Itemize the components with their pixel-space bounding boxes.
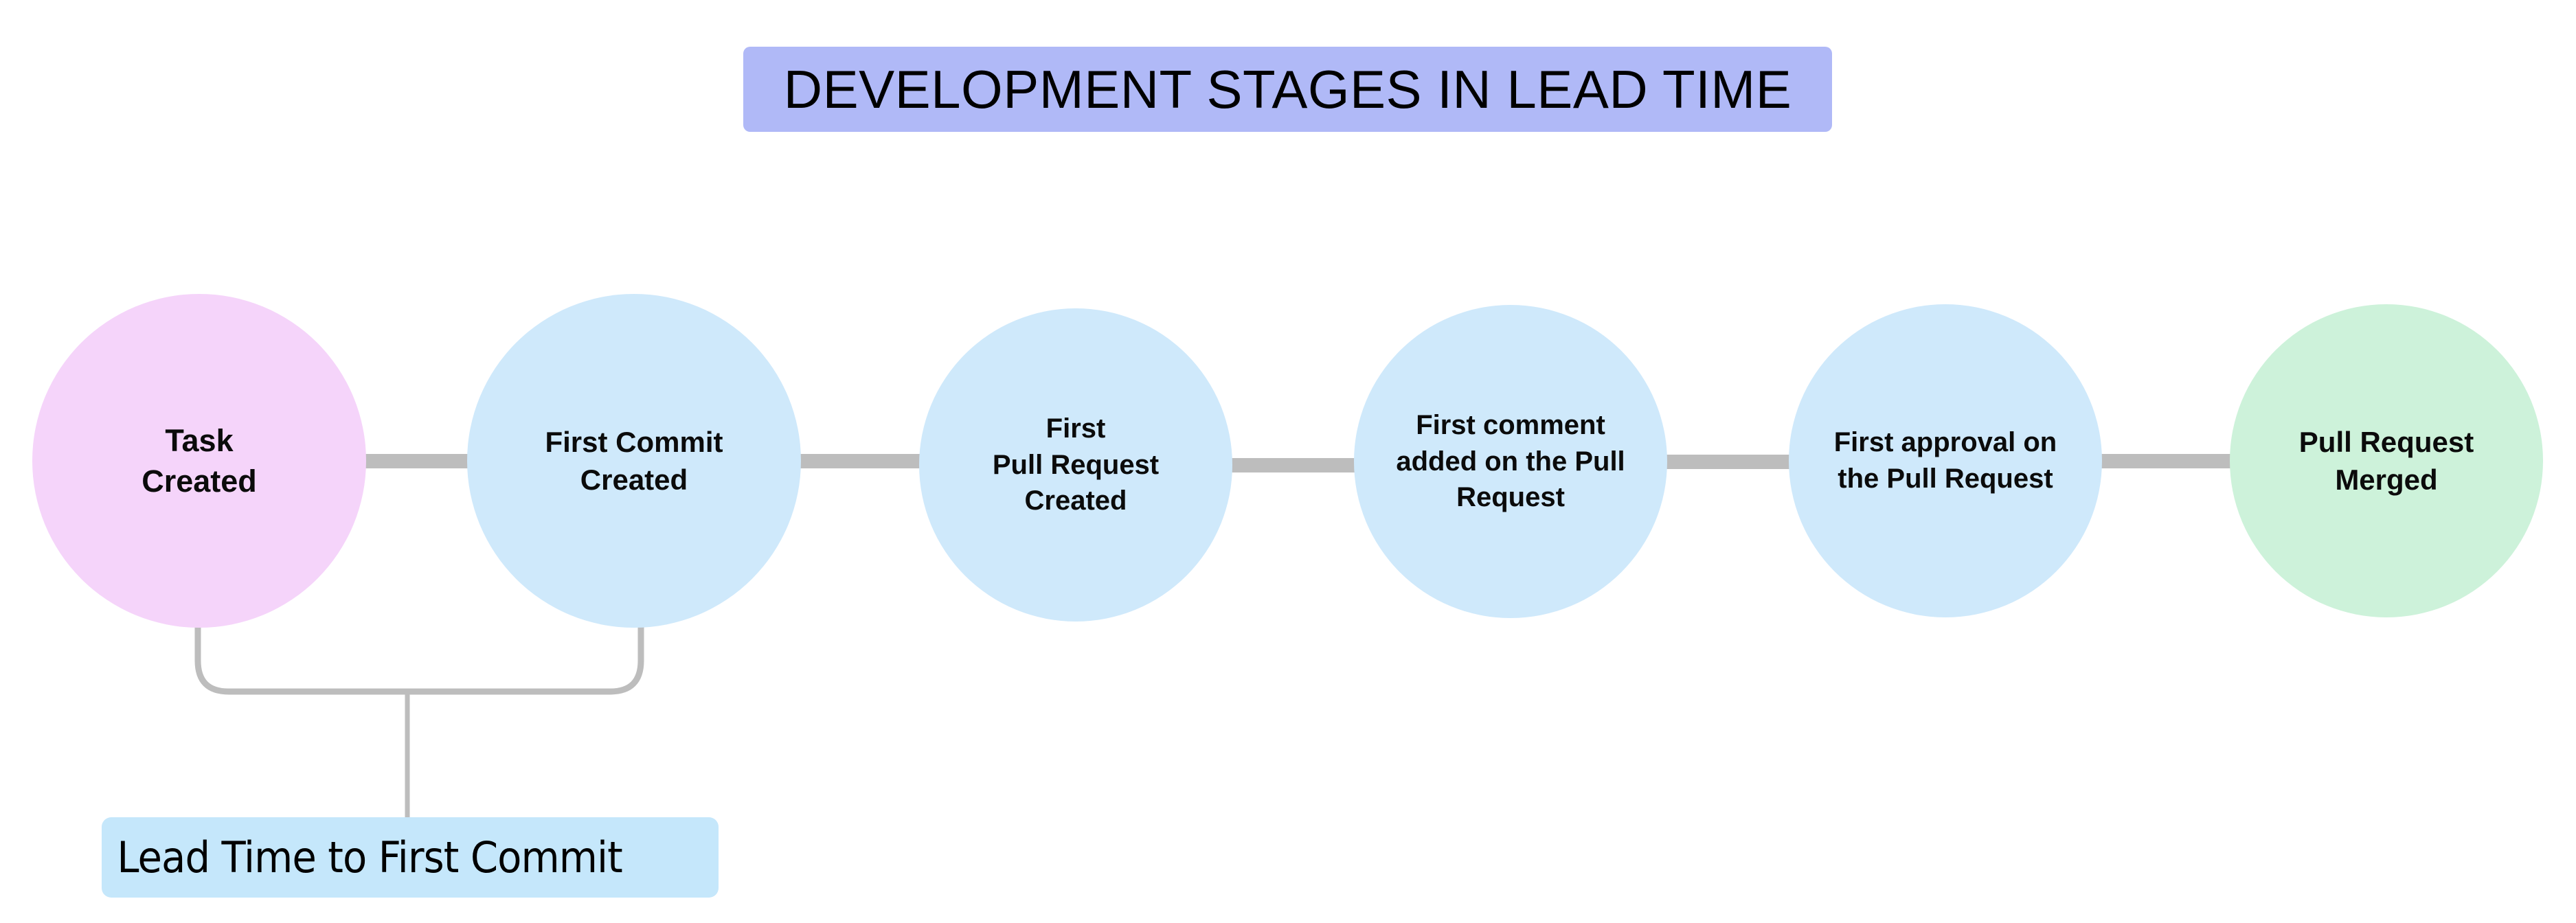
stage-node-first-commit-created[interactable]: First Commit Created: [467, 294, 801, 628]
stage-label-first-comment-on-pull-request: First comment added on the Pull Request: [1396, 409, 1625, 513]
stage-node-first-pull-request-created[interactable]: First Pull Request Created: [919, 308, 1232, 622]
diagram-title-banner: DEVELOPMENT STAGES IN LEAD TIME: [743, 47, 1832, 132]
page-title: DEVELOPMENT STAGES IN LEAD TIME: [783, 59, 1792, 119]
connector-task-to-commit: [363, 454, 469, 468]
stage-node-first-approval-on-pull-request[interactable]: First approval on the Pull Request: [1789, 304, 2102, 617]
stage-label-first-commit-created: First Commit Created: [545, 425, 723, 496]
connector-commit-to-pr: [798, 454, 921, 468]
connector-approval-to-merged: [2099, 454, 2233, 468]
stage-label-first-approval-on-pull-request: First approval on the Pull Request: [1833, 427, 2057, 494]
stage-label-task-created: Task Created: [142, 422, 257, 499]
stage-label-first-pull-request-created: First Pull Request Created: [992, 413, 1160, 516]
connector-comment-to-approval: [1664, 455, 1792, 469]
connector-pr-to-comment: [1229, 458, 1357, 472]
stage-label-pull-request-merged: Pull Request Merged: [2298, 425, 2474, 496]
lead-time-annotation-box[interactable]: Lead Time to First Commit: [102, 817, 719, 898]
stage-node-first-comment-on-pull-request[interactable]: First comment added on the Pull Request: [1354, 305, 1667, 618]
lead-time-bracket: [194, 622, 644, 695]
stage-node-pull-request-merged[interactable]: Pull Request Merged: [2230, 304, 2543, 617]
stage-node-task-created[interactable]: Task Created: [32, 294, 366, 628]
lead-time-annotation-label: Lead Time to First Commit: [117, 832, 622, 882]
